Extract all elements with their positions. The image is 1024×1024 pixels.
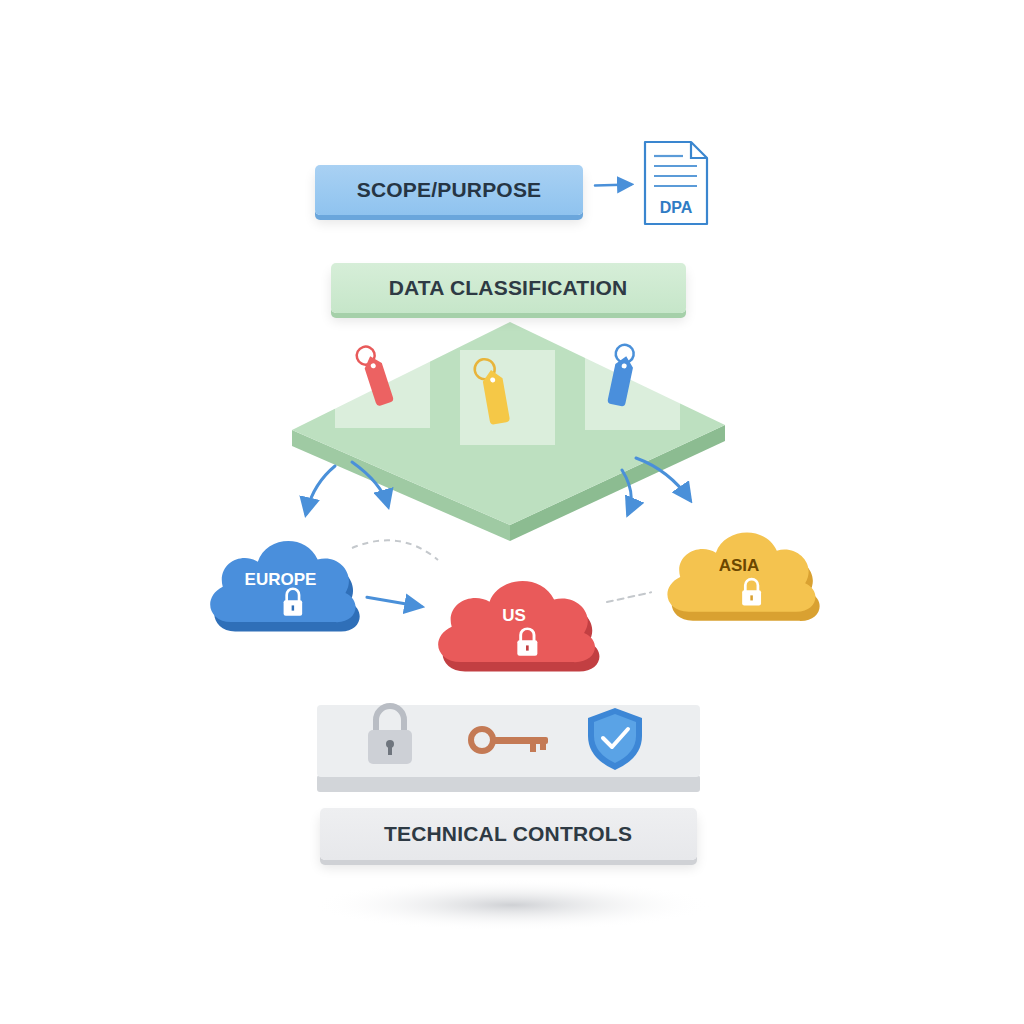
connector (607, 592, 651, 602)
region-cloud: EUROPE (198, 520, 363, 645)
yellow-tag (473, 357, 510, 427)
region-label: US (502, 606, 526, 626)
process-box: SCOPE/PURPOSE (315, 165, 583, 215)
red-tag (354, 343, 394, 408)
tag-panel (460, 350, 555, 445)
region-cloud: ASIA (655, 512, 823, 634)
document-label: DPA (660, 199, 693, 226)
lock-icon (368, 706, 412, 764)
shield-icon (588, 708, 642, 770)
document-icon: DPA (643, 140, 709, 226)
region-label: ASIA (719, 556, 760, 576)
region-cloud: US (425, 560, 603, 685)
floor-shadow (312, 879, 712, 931)
box-label: DATA CLASSIFICATION (389, 276, 628, 300)
process-box: TECHNICAL CONTROLS (320, 808, 697, 860)
blue-tag (605, 343, 637, 407)
box-label: SCOPE/PURPOSE (357, 178, 542, 202)
region-label: EUROPE (245, 570, 317, 590)
connector (367, 597, 421, 606)
controls-platform (317, 705, 700, 792)
distribution-arrows (306, 458, 690, 514)
classification-platform (292, 322, 725, 541)
tag-panel (335, 345, 430, 428)
transfer-path (352, 540, 438, 560)
key-icon (471, 729, 548, 752)
process-box: DATA CLASSIFICATION (331, 263, 686, 313)
connector (595, 184, 631, 185)
box-label: TECHNICAL CONTROLS (384, 822, 632, 846)
